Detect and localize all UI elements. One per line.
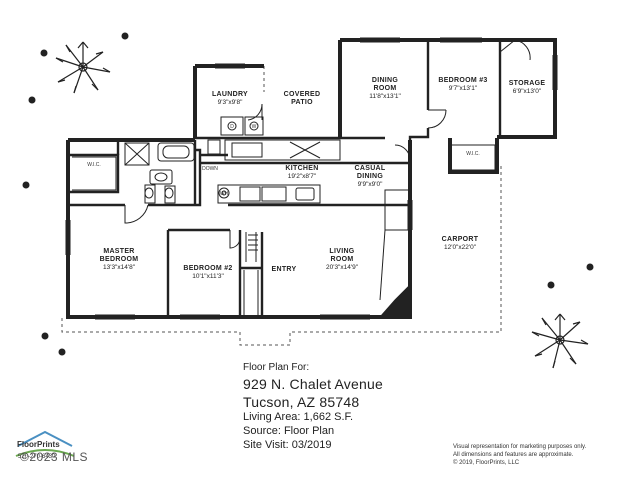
label-bedroom3: BEDROOM #3 (438, 77, 487, 84)
info-source: Source: Floor Plan (243, 425, 335, 437)
label-bedroom2: BEDROOM #2 (183, 265, 232, 272)
windows (65, 37, 558, 320)
room-labels: LAUNDRY 9'3"x9'8" COVERED PATIO DINING R… (87, 77, 545, 280)
info-city: Tucson, AZ 85748 (243, 394, 360, 410)
dim-kitchen: 19'2"x8'7" (288, 173, 317, 180)
laundry-fixtures (220, 116, 264, 136)
kitchen-fixtures (217, 139, 341, 204)
tree-icon-top-left (55, 41, 111, 94)
label-wh: WH (220, 191, 229, 197)
label-master-2: BEDROOM (100, 256, 139, 263)
label-carport: CARPORT (442, 236, 479, 243)
label-wic-master: W.I.C. (87, 162, 101, 168)
info-heading: Floor Plan For: (243, 362, 310, 373)
disclaimer-line-3: © 2019, FloorPrints, LLC (453, 460, 520, 466)
fireplace-hearth (379, 189, 411, 301)
label-patio-2: PATIO (291, 99, 313, 106)
fireplace (378, 283, 411, 318)
logo-name: FloorPrints (17, 440, 60, 449)
label-dryer: D (230, 124, 234, 130)
dim-storage: 6'9"x13'0" (513, 88, 542, 95)
disclaimer-line-2: All dimensions and features are approxim… (453, 452, 574, 458)
label-washer: W (252, 124, 257, 130)
info-address: 929 N. Chalet Avenue (243, 376, 383, 392)
label-storage: STORAGE (509, 80, 546, 87)
label-entry: ENTRY (272, 266, 297, 273)
disclaimer-line-1: Visual representation for marketing purp… (453, 444, 587, 450)
tree-icon-bottom-right (531, 313, 589, 369)
label-living-1: LIVING (329, 248, 354, 255)
dim-living: 20'3"x14'9" (326, 264, 359, 271)
label-casual-2: DINING (357, 173, 384, 180)
dim-dining: 11'8"x13'1" (369, 93, 401, 100)
label-wic-bed3: W.I.C. (466, 151, 480, 157)
interior-walls (68, 40, 502, 317)
bathroom-fixtures (124, 142, 195, 204)
dashed-outlines (61, 66, 502, 346)
shrub-icons (22, 32, 594, 356)
logo-phone: 520-270-6430 (18, 454, 56, 460)
closet-lines (72, 139, 496, 315)
label-laundry: LAUNDRY (212, 91, 248, 98)
info-site-visit: Site Visit: 03/2019 (243, 439, 332, 451)
dim-master: 13'3"x14'8" (103, 264, 136, 271)
info-living-area: Living Area: 1,662 S.F. (243, 411, 354, 423)
label-patio-1: COVERED (284, 91, 321, 98)
dim-bedroom2: 10'1"x11'3" (192, 273, 224, 280)
label-down: DOWN (202, 166, 218, 172)
label-master-1: MASTER (103, 248, 134, 255)
label-casual-1: CASUAL (355, 165, 386, 172)
dim-casual: 9'9"x9'0" (358, 181, 383, 188)
mls-watermark: ©2023 MLS (20, 450, 89, 464)
dim-carport: 12'0"x22'0" (444, 244, 477, 251)
dim-bedroom3: 9'7"x13'1" (449, 85, 478, 92)
door-swings (124, 39, 531, 249)
dim-laundry: 9'3"x9'8" (218, 99, 243, 106)
label-dining-1: DINING (372, 77, 399, 84)
label-kitchen: KITCHEN (285, 165, 318, 172)
floorprints-logo-icon (15, 430, 75, 457)
label-dining-2: ROOM (374, 85, 397, 92)
label-living-2: ROOM (331, 256, 354, 263)
